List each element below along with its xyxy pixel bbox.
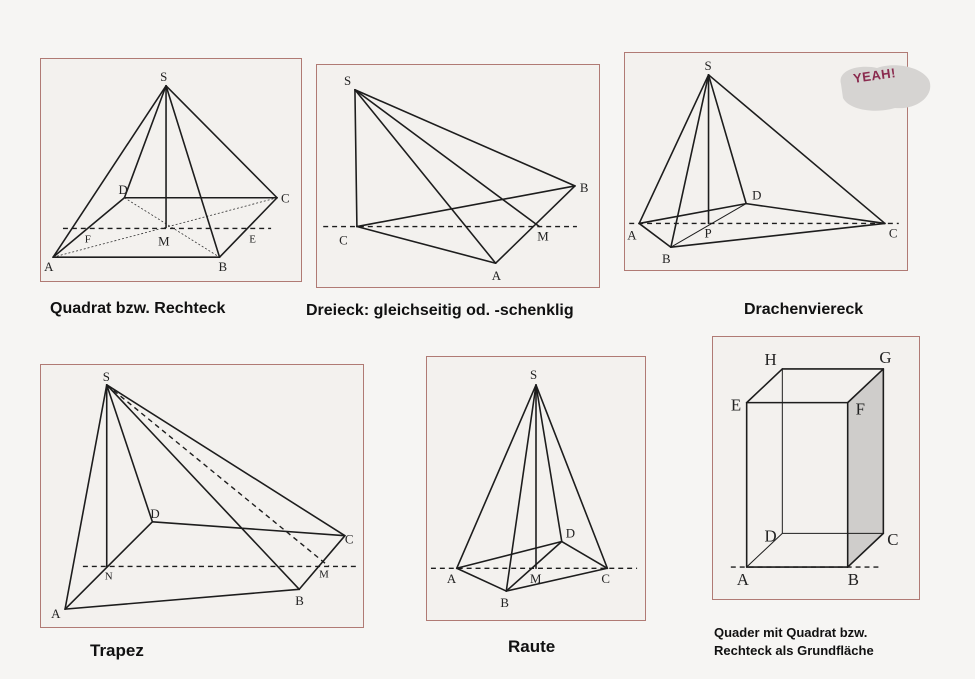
label-s: S (344, 74, 351, 88)
caption-quader-line2: Rechteck als Grundfläche (714, 643, 874, 658)
label-d: D (765, 526, 777, 545)
triangle-pyramid-diagram: S C B A M (323, 74, 589, 283)
label-d: D (150, 507, 159, 521)
raute-pyramid-diagram: S D A M C B (430, 368, 638, 610)
label-c: C (601, 572, 610, 586)
label-b: B (662, 252, 671, 266)
label-g: G (879, 348, 891, 367)
yeah-sticker (840, 65, 931, 111)
label-f: F (85, 233, 91, 245)
label-b: B (580, 181, 589, 195)
label-c: C (339, 233, 348, 247)
panel-quader: H G E F D C A B (712, 336, 920, 600)
panel-raute-pyramid: S D A M C B (426, 356, 646, 621)
trapez-pyramid-diagram: S D C N M B A (51, 370, 359, 621)
label-d: D (752, 189, 761, 203)
kite-pyramid-diagram: S D A B P C (627, 59, 899, 266)
label-b: B (848, 570, 859, 589)
caption-raute: Raute (508, 637, 556, 656)
label-c: C (889, 226, 898, 240)
label-d: D (118, 183, 127, 197)
label-a: A (737, 570, 750, 589)
label-b: B (295, 594, 304, 608)
label-a: A (44, 260, 54, 274)
label-d: D (566, 527, 575, 541)
label-m: M (530, 572, 542, 586)
caption-trapez: Trapez (90, 641, 144, 660)
label-e: E (731, 396, 741, 415)
caption-kite: Drachenviereck (744, 301, 864, 318)
label-c: C (281, 192, 290, 206)
label-a: A (627, 228, 637, 242)
label-e: E (249, 233, 256, 245)
caption-square: Quadrat bzw. Rechteck (50, 300, 226, 317)
panel-square-pyramid: S D C A B M F E (40, 58, 302, 282)
label-c: C (887, 530, 898, 549)
label-s: S (160, 70, 167, 84)
label-s: S (705, 59, 712, 73)
quader-diagram: H G E F D C A B (731, 348, 899, 589)
label-b: B (500, 596, 509, 610)
panel-trapez-pyramid: S D C N M B A (40, 364, 364, 628)
label-a: A (447, 572, 457, 586)
label-a: A (492, 269, 502, 283)
label-s: S (103, 370, 110, 384)
square-pyramid-diagram: S D C A B M F E (44, 70, 290, 274)
label-m: M (319, 568, 329, 580)
label-n: N (105, 570, 113, 582)
label-f: F (856, 400, 865, 419)
label-p: P (705, 226, 712, 240)
label-b: B (219, 260, 228, 274)
label-c: C (345, 533, 354, 547)
caption-triangle: Dreieck: gleichseitig od. -schenklig (306, 302, 574, 319)
caption-quader-line1: Quader mit Quadrat bzw. (714, 625, 868, 640)
label-s: S (530, 368, 537, 382)
label-a: A (51, 607, 61, 621)
label-h: H (765, 350, 777, 369)
label-m: M (537, 229, 549, 243)
panel-triangle-pyramid: S C B A M (316, 64, 600, 288)
label-m: M (158, 234, 170, 248)
